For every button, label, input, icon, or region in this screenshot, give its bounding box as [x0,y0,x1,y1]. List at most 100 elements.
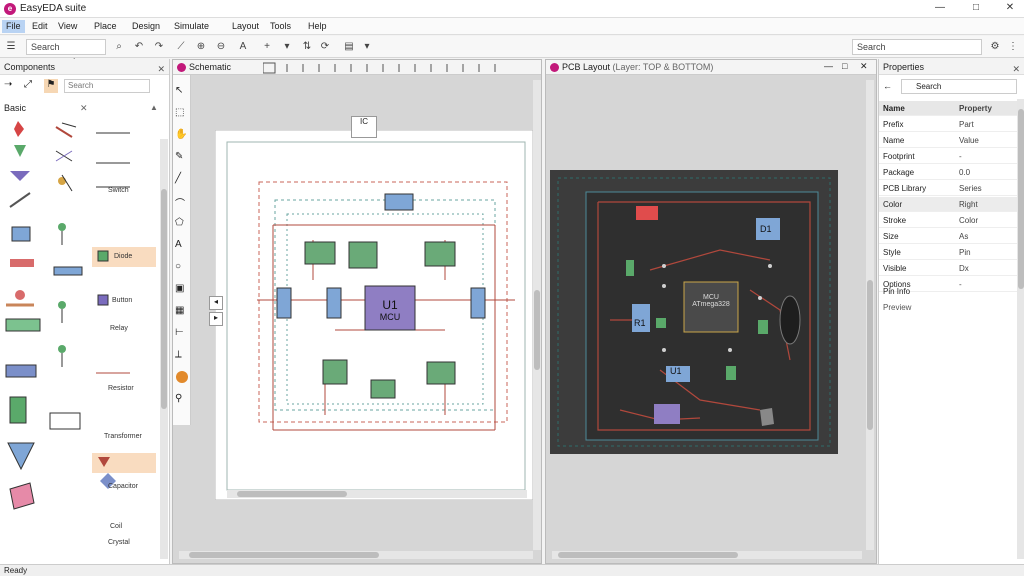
button-symbol[interactable] [10,171,30,181]
save-icon[interactable]: ▤ [344,41,354,52]
pan-icon[interactable]: ✋ [175,129,188,140]
table-icon[interactable]: ▦ [175,305,185,316]
schematic-hscroll-inner[interactable] [227,490,527,498]
text-tool-icon[interactable]: A [175,239,182,250]
properties-vscroll-thumb[interactable] [1018,109,1024,289]
line-icon[interactable]: ╱ [175,173,182,184]
arc-icon[interactable]: ⌒ [175,199,185,210]
properties-search-input[interactable]: Search [901,79,1017,94]
menu-tools[interactable]: Tools [270,21,292,31]
hamburger-menu-icon[interactable]: ☰ [6,41,16,52]
ic-symbol[interactable] [49,412,81,430]
schematic-vscroll[interactable] [533,80,541,550]
component-search-input[interactable]: Search component [26,39,106,66]
pcb-vscroll[interactable] [866,80,874,550]
opamp-symbol[interactable] [58,345,66,367]
schematic-canvas[interactable] [215,130,533,500]
pcb-vscroll-thumb[interactable] [867,280,873,430]
schematic-top-tools[interactable] [263,61,523,75]
right-search-input[interactable]: Search [852,39,982,55]
relay-symbol[interactable] [9,192,31,208]
menu-layout[interactable]: Layout [232,21,260,31]
resistor-symbol[interactable] [11,226,31,242]
pcb-close-icon[interactable]: ✕ [860,61,868,71]
pcb-hscroll[interactable] [552,551,862,559]
left-panel-scrollbar[interactable] [160,139,168,559]
close-section-icon[interactable]: ✕ [80,103,88,113]
speaker-symbol[interactable] [9,482,35,510]
menu-help[interactable]: Help [308,21,327,31]
prop-row-3[interactable]: Footprint- [879,149,1019,164]
menu-place[interactable]: Place [94,21,117,31]
close-properties-icon[interactable]: ✕ [1012,64,1020,74]
diode-symbol[interactable] [14,145,26,157]
menu-simulate[interactable]: Simulate [174,21,210,31]
sensor-symbol[interactable] [55,150,73,162]
highlight-tool-icon[interactable] [176,371,188,383]
image-icon[interactable]: ▣ [175,283,185,294]
component-filter-input[interactable]: Search [64,79,150,93]
rotate-icon[interactable]: ⟳ [320,41,330,52]
fuse-symbol[interactable] [5,364,37,378]
schematic-hscroll-thumb[interactable] [189,552,379,558]
close-panel-icon[interactable]: ✕ [157,64,165,74]
pcb-hscroll-thumb[interactable] [558,552,738,558]
schematic-tab[interactable]: Schematic [173,60,541,75]
scroll-up-icon[interactable]: ▲ [150,103,158,112]
schematic-hscroll-inner-thumb[interactable] [237,491,347,497]
capacitor-symbol[interactable] [10,259,34,267]
more-icon[interactable]: ⋮ [1008,41,1018,52]
pcb-tab[interactable]: PCB Layout (Layer: TOP & BOTTOM) — □ ✕ [546,60,876,75]
coil-symbol[interactable] [6,290,34,307]
circle-icon[interactable]: ○ [175,261,182,272]
undo-icon[interactable]: ↶ [134,41,144,52]
pin-icon[interactable]: ⚑ [44,79,58,93]
menu-file[interactable]: File [2,20,25,33]
minimize-button[interactable]: — [935,2,945,13]
probe-symbol[interactable] [100,473,116,489]
zoom-in-icon[interactable]: ⊕ [196,41,206,52]
search-icon[interactable]: ⌕ [116,41,122,52]
menu-view[interactable]: View [58,21,78,31]
pcb-minimize-icon[interactable]: — [824,61,833,71]
measure-icon[interactable]: ⟂ [175,349,182,360]
label-tool-icon[interactable]: A [239,41,247,52]
transformer-symbol[interactable] [55,122,77,138]
pencil-icon[interactable]: ✎ [175,151,184,162]
menu-edit[interactable]: Edit [32,21,48,31]
arrow-right-icon[interactable]: ➝ [4,79,13,90]
schematic-hscroll[interactable] [179,551,533,559]
pcb-maximize-icon[interactable]: □ [842,61,848,71]
expand-icon[interactable]: ⤢ [24,79,32,90]
redo-icon[interactable]: ↷ [154,41,164,52]
flip-icon[interactable]: ⇅ [302,41,312,52]
properties-back-icon[interactable]: ← [883,81,892,91]
wire-tool-icon[interactable]: ⟋ [177,41,185,52]
pointer-icon[interactable]: ↖ [175,85,184,96]
ruler-icon[interactable]: ⊢ [175,327,184,338]
maximize-button[interactable]: □ [972,2,980,13]
ground-symbol[interactable] [58,301,66,323]
polygon-icon[interactable]: ⬠ [175,217,184,228]
properties-vscroll[interactable] [1017,99,1024,559]
motor-symbol[interactable] [9,396,27,424]
display-symbol[interactable] [58,223,66,245]
dropdown-icon[interactable]: ▾ [364,41,370,52]
pcb-canvas[interactable] [550,170,838,454]
schematic-vscroll-thumb[interactable] [534,290,540,370]
port-symbol[interactable] [97,250,109,262]
left-panel-scroll-thumb[interactable] [161,189,167,409]
battery-symbol[interactable] [7,442,35,471]
connector-symbol[interactable] [53,266,83,276]
power-symbol[interactable] [98,457,110,467]
add-icon[interactable]: + [264,41,270,52]
